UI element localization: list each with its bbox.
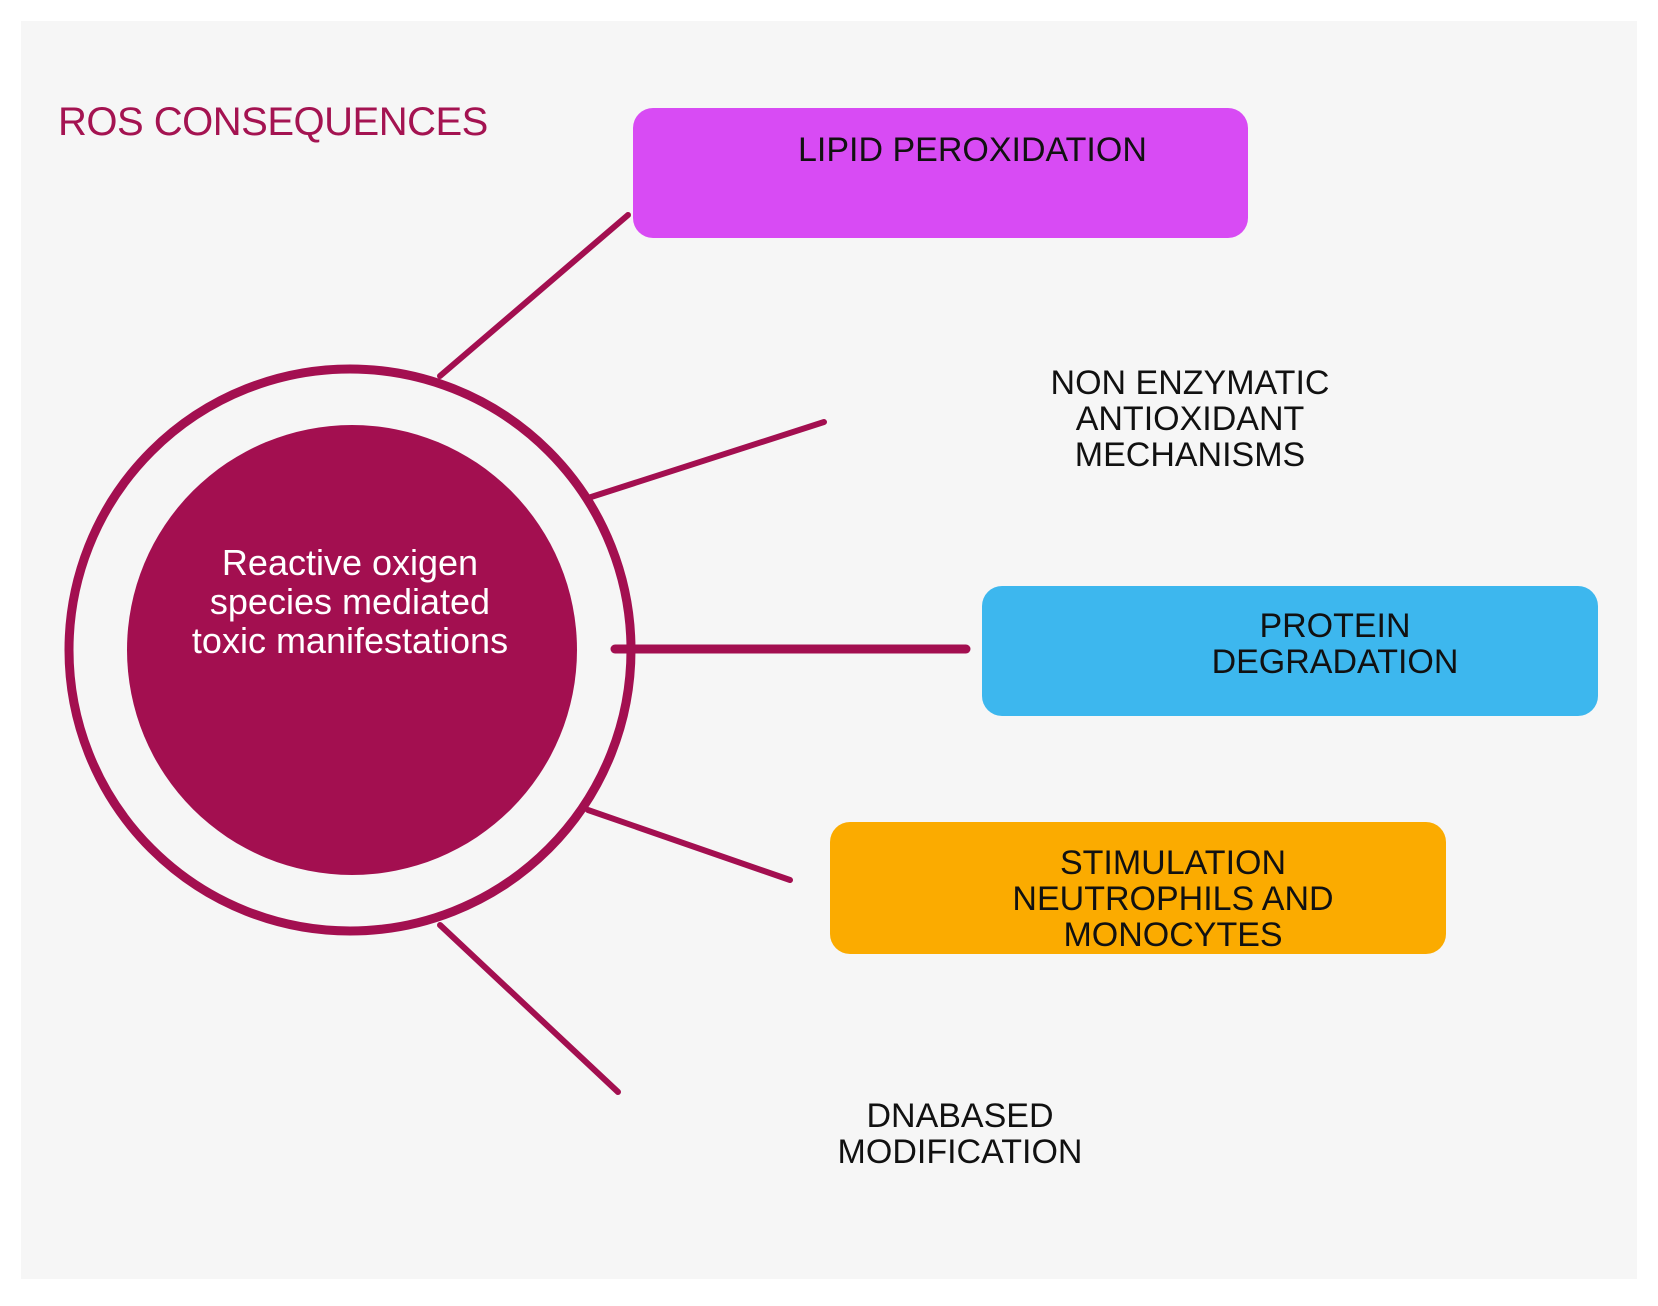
node-stimulation-neutrophils-label: STIMULATION NEUTROPHILS AND MONOCYTES bbox=[1012, 844, 1334, 954]
connector-stimulation bbox=[585, 807, 793, 883]
node-protein-degradation: PROTEIN DEGRADATION bbox=[982, 586, 1598, 716]
center-node-circle bbox=[127, 425, 577, 875]
diagram-title: ROS CONSEQUENCES bbox=[58, 100, 488, 144]
node-dna-based-modification: DNABASED MODIFICATION bbox=[837, 1097, 1083, 1171]
node-lipid-peroxidation: LIPID PEROXIDATION bbox=[633, 108, 1248, 238]
connector-dna-modification bbox=[437, 922, 621, 1095]
node-protein-degradation-label: PROTEIN DEGRADATION bbox=[1211, 607, 1459, 681]
center-node-label: Reactive oxigen species mediated toxic m… bbox=[191, 542, 509, 661]
connector-non-enzymatic bbox=[585, 419, 827, 501]
connector-lipid-peroxidation bbox=[437, 212, 631, 379]
node-non-enzymatic-antioxidant: NON ENZYMATIC ANTIOXIDANT MECHANISMS bbox=[1050, 364, 1330, 474]
node-stimulation-neutrophils: STIMULATION NEUTROPHILS AND MONOCYTES bbox=[830, 822, 1446, 954]
node-lipid-peroxidation-label: LIPID PEROXIDATION bbox=[798, 131, 1147, 169]
